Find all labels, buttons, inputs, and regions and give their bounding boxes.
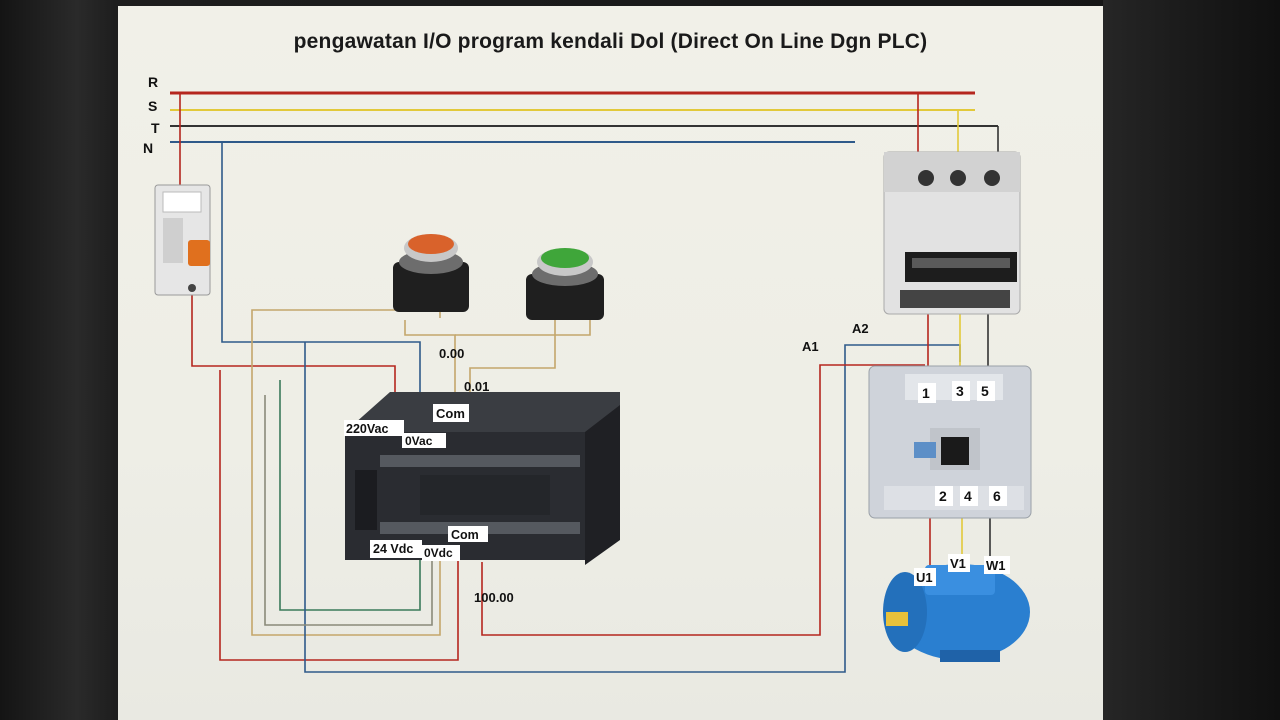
motor-v1: V1	[950, 556, 966, 571]
monitor-bezel	[1103, 0, 1280, 720]
coil-a1-label: A1	[802, 339, 819, 354]
motor-w1: W1	[986, 558, 1006, 573]
address-start-input: 0.01	[464, 379, 489, 394]
address-output: 100.00	[474, 590, 514, 605]
motor-u1: U1	[916, 570, 933, 585]
plc-0vdc: 0Vdc	[424, 546, 453, 560]
bus-label-n: N	[143, 140, 153, 156]
bus-label-s: S	[148, 98, 157, 114]
bus-label-r: R	[148, 74, 158, 90]
pushbutton-start-icon	[526, 248, 604, 320]
terminal-1: 1	[922, 385, 930, 401]
terminal-2: 2	[939, 488, 947, 504]
mcb-1p-icon	[154, 184, 211, 296]
motor-icon	[883, 564, 1030, 662]
power-bus	[170, 91, 998, 143]
plc-220vac: 220Vac	[346, 422, 388, 436]
contactor-terminal-labels: 1 3 5 2 4 6	[918, 381, 1007, 506]
plc-0vac: 0Vac	[405, 434, 433, 448]
address-stop-input: 0.00	[439, 346, 464, 361]
plc-output-com: Com	[451, 528, 479, 542]
slide-title: pengawatan I/O program kendali Dol (Dire…	[293, 30, 928, 53]
terminal-5: 5	[981, 383, 989, 399]
coil-a2-label: A2	[852, 321, 869, 336]
plc-terminal-labels: Com 220Vac 0Vac Com 24 Vdc 0Vdc	[344, 404, 488, 561]
plc-24vdc: 24 Vdc	[373, 542, 413, 556]
bus-label-t: T	[151, 120, 160, 136]
plc-input-com: Com	[436, 406, 465, 421]
mcb-3p-icon	[883, 151, 1021, 315]
motor-terminal-labels: U1 V1 W1	[914, 554, 1010, 586]
terminal-3: 3	[956, 383, 964, 399]
pushbutton-stop-icon	[393, 234, 469, 312]
terminal-6: 6	[993, 488, 1001, 504]
terminal-4: 4	[964, 488, 972, 504]
